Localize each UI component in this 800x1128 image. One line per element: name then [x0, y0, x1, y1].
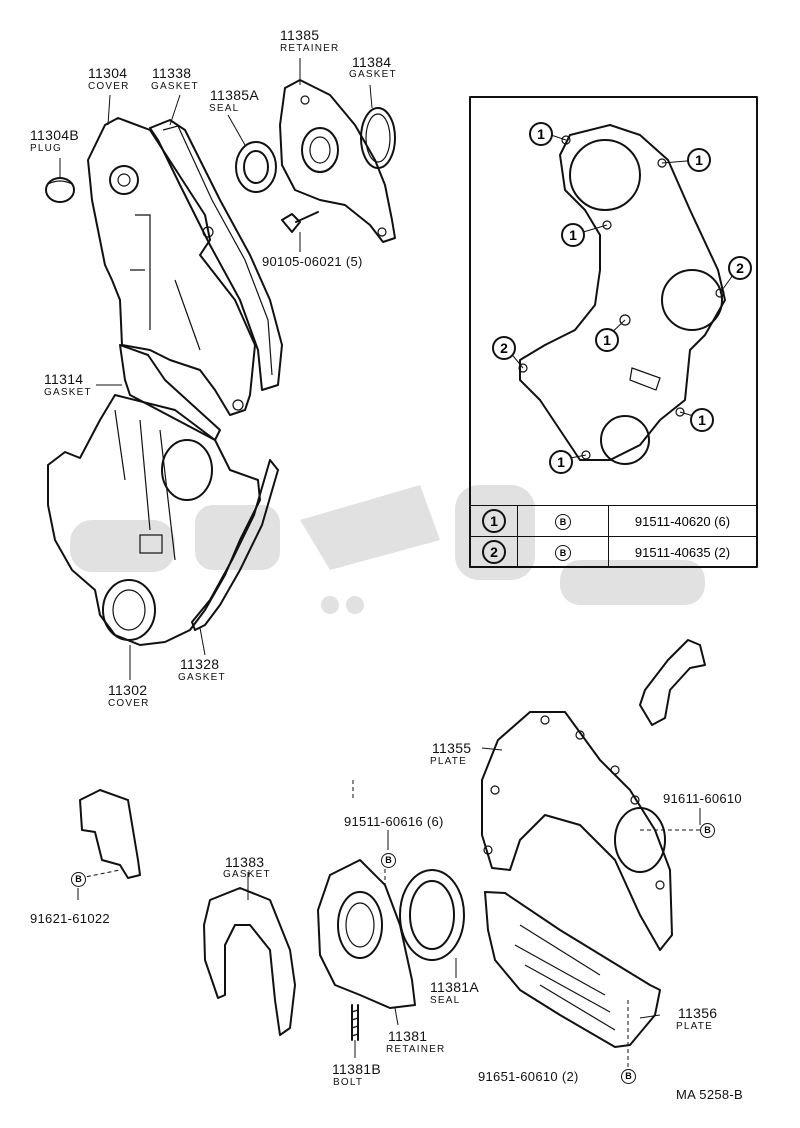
- label-11381-number: 11381: [388, 1028, 428, 1044]
- gasket-11383: [203, 887, 296, 1036]
- label-11384-number: 11384: [352, 54, 392, 70]
- leader-lines: [59, 58, 701, 1058]
- label-11385-number: 11385: [280, 27, 320, 43]
- label-11355-name: PLATE: [430, 756, 467, 767]
- fastener-table: 1 B 91511-40620 (6) 2 B 91511-40635 (2): [470, 505, 757, 568]
- seal-11385a: [235, 141, 277, 193]
- label-11338-number: 11338: [152, 65, 192, 81]
- label-11385a-name: SEAL: [209, 103, 240, 114]
- label-91621: 91621-61022: [30, 911, 110, 926]
- table-part-number: 91511-40635 (2): [608, 536, 757, 568]
- plug-11304b: [45, 177, 75, 203]
- plate-11356: [484, 891, 661, 1048]
- gasket-11328: [191, 459, 279, 631]
- inset-marker: 1: [687, 148, 711, 172]
- label-11314-number: 11314: [44, 371, 84, 387]
- retainer-11381: [317, 859, 416, 1009]
- label-11328-name: GASKET: [178, 672, 226, 683]
- table-part-number: 91511-40620 (6): [608, 505, 757, 537]
- plate-11355: [481, 711, 673, 951]
- bolt-90105: [281, 211, 319, 233]
- label-11314-name: GASKET: [44, 387, 92, 398]
- table-bolt-symbol: B: [555, 544, 571, 561]
- label-11381a-number: 11381A: [430, 979, 480, 995]
- label-11384-name: GASKET: [349, 69, 397, 80]
- bolt-symbol-91621: B: [71, 872, 86, 887]
- label-91651: 91651-60610 (2): [478, 1069, 579, 1084]
- table-bolt-symbol: B: [555, 513, 571, 530]
- label-11304b-number: 11304B: [30, 127, 80, 143]
- upper-cover-11304: [87, 117, 256, 416]
- bolt-symbol-91611: B: [700, 823, 715, 838]
- inset-marker: 1: [529, 122, 553, 146]
- bolt-11381b: [351, 1004, 359, 1041]
- label-11381-name: RETAINER: [386, 1044, 446, 1055]
- label-11304-name: COVER: [88, 81, 130, 92]
- label-11381b-number: 11381B: [332, 1061, 382, 1077]
- inset-marker: 2: [728, 256, 752, 280]
- label-11383-name: GASKET: [223, 869, 271, 880]
- gasket-11338: [149, 119, 283, 391]
- inset-marker: 1: [690, 408, 714, 432]
- lower-cover-11302: [47, 394, 261, 646]
- label-11356-name: PLATE: [676, 1021, 713, 1032]
- table-ref: 1: [482, 509, 506, 533]
- table-row: 1 B 91511-40620 (6): [470, 505, 757, 537]
- inset-marker: 1: [549, 450, 573, 474]
- label-90105: 90105-06021 (5): [262, 254, 363, 269]
- gasket-11314: [119, 344, 221, 441]
- label-11302-name: COVER: [108, 698, 150, 709]
- label-11355-number: 11355: [432, 740, 472, 756]
- label-11304b-name: PLUG: [30, 143, 63, 154]
- label-91611: 91611-60610: [663, 791, 742, 806]
- label-11356-number: 11356: [678, 1005, 718, 1021]
- dashed-guides: [79, 780, 700, 1070]
- inset-marker: 1: [595, 328, 619, 352]
- label-11385-name: RETAINER: [280, 43, 340, 54]
- label-11383-number: 11383: [225, 854, 265, 870]
- inset-marker: 1: [561, 223, 585, 247]
- label-11381a-name: SEAL: [430, 995, 461, 1006]
- bracket-top-right: [639, 639, 706, 726]
- bolt-symbol-91651: B: [621, 1069, 636, 1084]
- label-11304-number: 11304: [88, 65, 128, 81]
- seal-11381a: [399, 869, 465, 961]
- label-11302-number: 11302: [108, 682, 148, 698]
- table-row: 2 B 91511-40635 (2): [470, 536, 757, 568]
- gasket-11384: [360, 107, 396, 169]
- diagram-code: MA 5258-B: [676, 1087, 744, 1102]
- label-11328-number: 11328: [180, 656, 220, 672]
- label-91511-60616: 91511-60616 (6): [344, 814, 444, 829]
- label-11381b-name: BOLT: [333, 1077, 364, 1088]
- retainer-11385: [279, 79, 396, 243]
- inset-gasket-outline: [504, 124, 739, 465]
- label-11385a-number: 11385A: [210, 87, 260, 103]
- label-11338-name: GASKET: [151, 81, 199, 92]
- table-ref: 2: [482, 540, 506, 564]
- bracket-left: [79, 789, 141, 879]
- inset-marker: 2: [492, 336, 516, 360]
- bolt-symbol-91511-60616: B: [381, 853, 396, 868]
